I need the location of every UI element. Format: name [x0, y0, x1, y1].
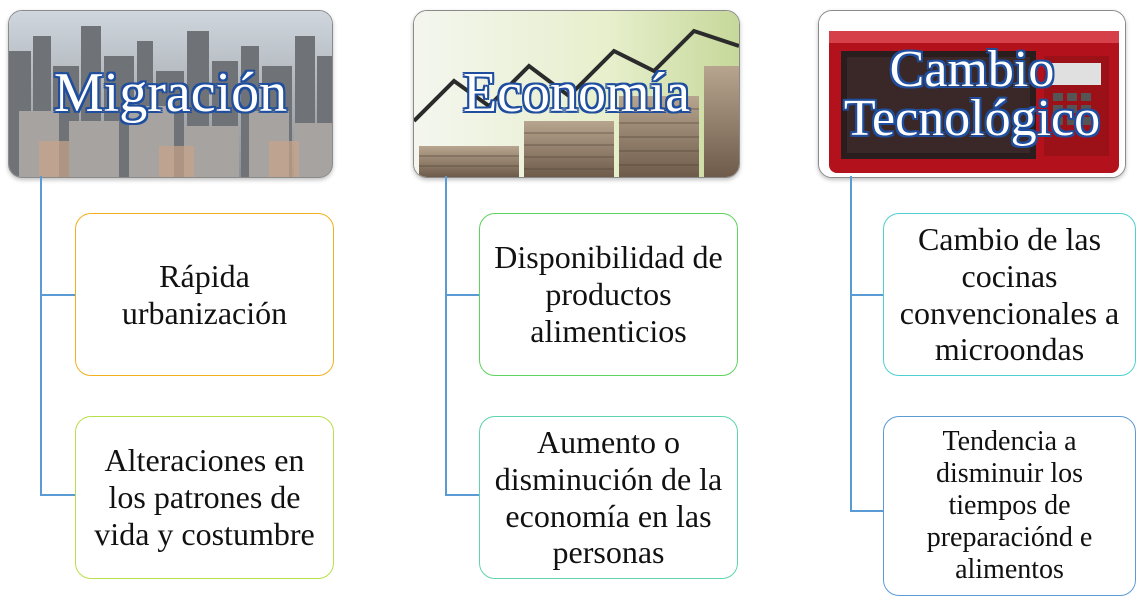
- item-box-rapida-urbanizacion: Rápida urbanización: [75, 213, 334, 376]
- connector-branch-2a: [445, 294, 479, 296]
- item-text: Tendencia a disminuir los tiempos de pre…: [926, 425, 1093, 586]
- coins-growth-image: [414, 11, 739, 177]
- connector-branch-1a: [40, 294, 75, 296]
- item-text: Disponibilidad de productos alimenticios: [494, 239, 723, 349]
- item-text: Cambio de las cocinas convencionales a m…: [899, 220, 1120, 368]
- header-title-line-2: Tecnológico: [843, 90, 1101, 147]
- header-economia: Economía: [413, 10, 740, 178]
- connector-vertical-3: [850, 176, 852, 512]
- header-migracion: Migración: [8, 10, 333, 178]
- connector-branch-3a: [850, 294, 883, 296]
- item-box-aumento-disminucion: Aumento o disminución de la economía en …: [479, 416, 738, 579]
- city-skyline-image: [9, 11, 332, 177]
- item-box-tendencia: Tendencia a disminuir los tiempos de pre…: [883, 416, 1136, 596]
- item-box-cambio-cocinas: Cambio de las cocinas convencionales a m…: [883, 213, 1136, 376]
- header-title-line-1: Cambio: [889, 40, 1055, 98]
- connector-branch-2b: [445, 494, 479, 496]
- header-cambio-tecnologico: Cambio Tecnológico: [818, 10, 1126, 178]
- item-text: Alteraciones en los patrones de vida y c…: [94, 442, 315, 552]
- header-title-migracion: Migración: [53, 62, 288, 125]
- item-box-disponibilidad: Disponibilidad de productos alimenticios: [479, 213, 738, 376]
- microwave-image: [819, 11, 1125, 177]
- connector-vertical-1: [40, 176, 42, 495]
- item-box-alteraciones: Alteraciones en los patrones de vida y c…: [75, 416, 334, 579]
- header-title-cambio-tecnologico: Cambio Tecnológico: [843, 40, 1101, 147]
- connector-vertical-2: [445, 176, 447, 495]
- item-text: Rápida urbanización: [121, 257, 288, 331]
- connector-branch-3b: [850, 510, 883, 512]
- header-title-economia: Economía: [462, 62, 691, 125]
- item-text: Aumento o disminución de la economía en …: [494, 423, 723, 571]
- connector-branch-1b: [40, 494, 75, 496]
